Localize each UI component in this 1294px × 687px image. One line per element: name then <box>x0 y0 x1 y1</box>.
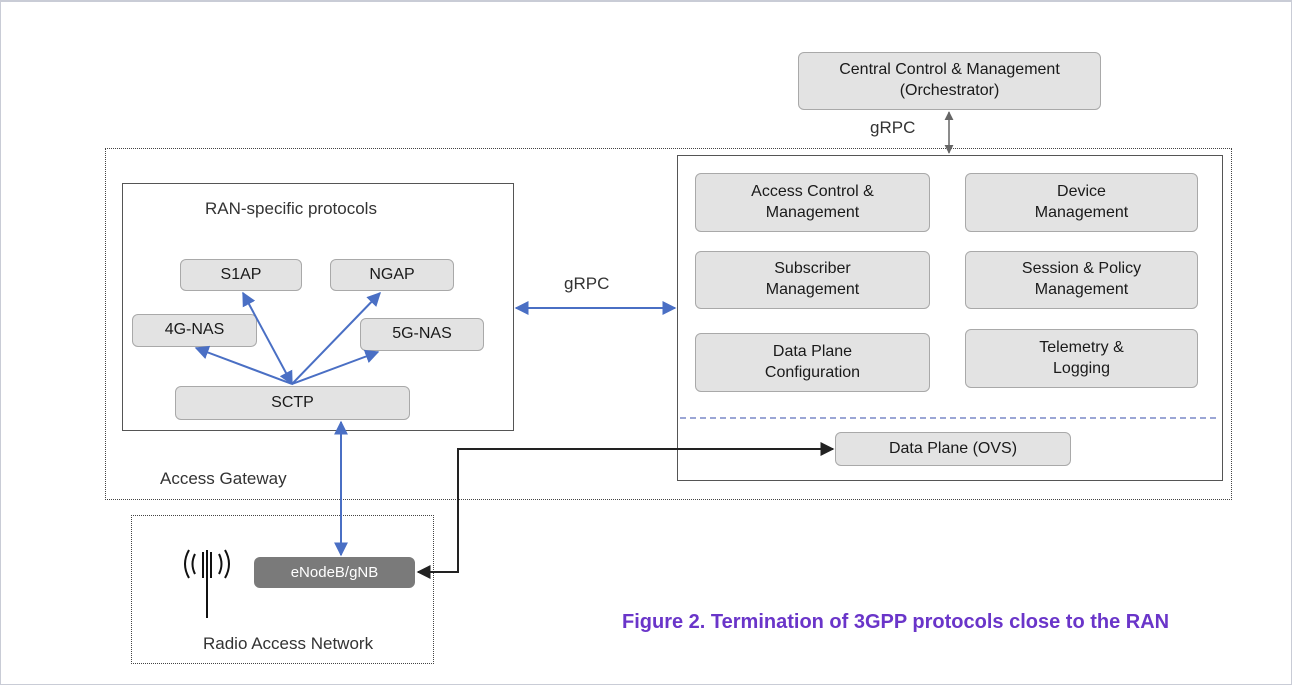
access-control-line1: Access Control & <box>751 182 874 200</box>
ngap-box: NGAP <box>330 259 454 291</box>
sctp-5gnas-arrow <box>291 349 380 385</box>
sctp-box: SCTP <box>175 386 410 420</box>
sctp-4gnas-arrow <box>194 345 293 385</box>
ran-protocols-title: RAN-specific protocols <box>205 199 377 218</box>
sctp-ngap-arrow <box>291 291 381 385</box>
telemetry-line2: Logging <box>1053 359 1110 377</box>
5g-nas-box: 5G-NAS <box>360 318 484 351</box>
subscriber-mgmt-line1: Subscriber <box>774 260 851 278</box>
access-gateway-label: Access Gateway <box>160 469 287 488</box>
subscriber-management-box: Subscriber Management <box>695 251 930 309</box>
subscriber-mgmt-line2: Management <box>765 281 860 298</box>
access-control-box: Access Control & Management <box>695 173 930 232</box>
device-mgmt-line2: Management <box>1034 203 1129 221</box>
enodeb-box: eNodeB/gNB <box>254 557 415 588</box>
telemetry-line1: Telemetry & <box>1039 338 1124 356</box>
orchestrator-box: Central Control & Management (Orchestrat… <box>798 52 1101 110</box>
telemetry-box: Telemetry & Logging <box>965 329 1198 388</box>
data-plane-config-line2: Configuration <box>764 363 861 381</box>
radio-tower-icon <box>184 549 230 618</box>
dataplane-enodeb-connector <box>416 442 835 579</box>
ran-label: Radio Access Network <box>203 634 374 653</box>
grpc-top-label: gRPC <box>870 118 916 137</box>
s1ap-box: S1AP <box>180 259 302 291</box>
grpc-mid-label: gRPC <box>564 274 610 293</box>
ran-container <box>131 515 434 664</box>
figure-caption: Figure 2. Termination of 3GPP protocols … <box>622 611 1170 633</box>
orchestrator-line2: (Orchestrator) <box>899 82 1000 99</box>
data-plane-ovs-box: Data Plane (OVS) <box>835 432 1071 466</box>
device-management-box: Device Management <box>965 173 1198 232</box>
sctp-s1ap-arrow <box>242 291 293 386</box>
session-policy-box: Session & Policy Management <box>965 251 1198 309</box>
access-control-line2: Management <box>765 203 860 221</box>
session-policy-line2: Management <box>1034 281 1129 298</box>
data-plane-config-line1: Data Plane <box>772 342 853 360</box>
device-mgmt-line1: Device <box>1057 182 1106 200</box>
session-policy-line1: Session & Policy <box>1021 260 1142 278</box>
data-plane-config-box: Data Plane Configuration <box>695 333 930 392</box>
orchestrator-line1: Central Control & Management <box>839 61 1060 79</box>
